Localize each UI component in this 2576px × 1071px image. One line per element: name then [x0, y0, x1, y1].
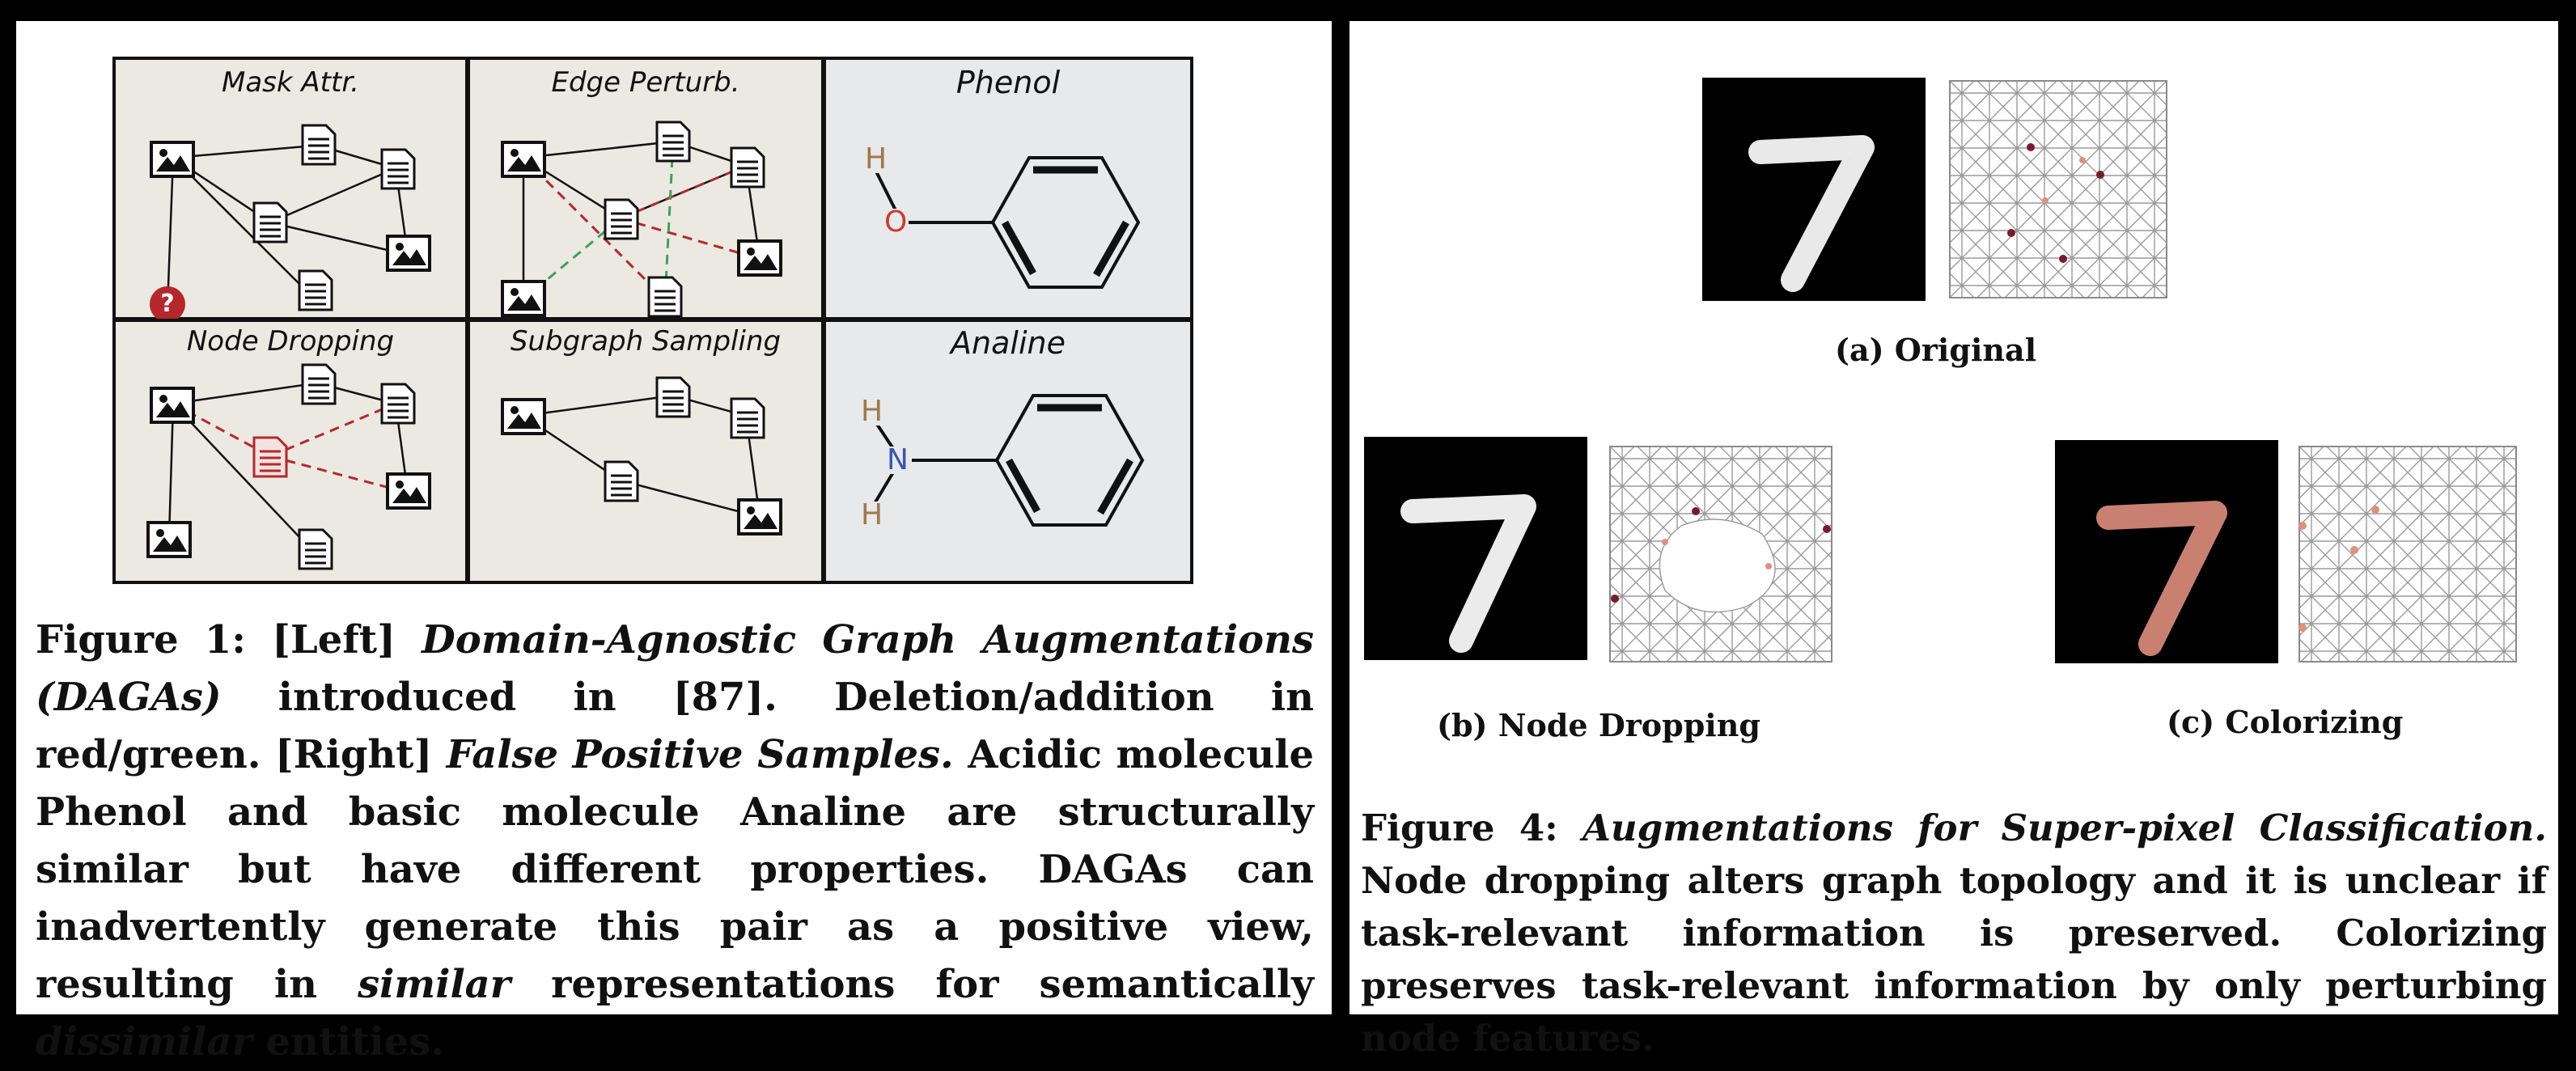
nitrogen-atom-label: N	[887, 443, 909, 476]
subgraph-sampling-graph	[467, 319, 824, 584]
analine-title: Analine	[951, 325, 1066, 361]
caption-text-2: Acidic molecule Phenol and basic molecul…	[36, 732, 1315, 1007]
original-digit-image: 7	[1702, 78, 1926, 301]
colorizing-superpixel-graph	[2298, 445, 2518, 663]
phenol-title: Phenol	[955, 65, 1061, 100]
dagas-grid: Mask Attr. ?	[112, 57, 1193, 584]
hydrogen-atom-label: H	[865, 142, 888, 176]
document-node-icon	[647, 276, 683, 318]
mask-attr-title: Mask Attr.	[222, 66, 359, 99]
figure1-caption: Figure 1: [Left] Domain-Agnostic Graph A…	[36, 612, 1314, 1071]
subcaption-node-dropping: (b) Node Dropping	[1437, 707, 1760, 743]
subcaption-colorizing: (c) Colorizing	[2167, 704, 2404, 740]
original-superpixel-graph	[1948, 79, 2168, 299]
subgraph-sampling-title: Subgraph Sampling	[510, 325, 782, 358]
caption-label: Figure 1: [Left]	[36, 617, 422, 662]
document-node-icon	[298, 269, 333, 311]
superpixel-mesh	[1949, 80, 2167, 298]
document-node-icon	[655, 121, 691, 163]
caption-title: Augmentations for Super-pixel Classifica…	[1582, 806, 2547, 849]
caption-emphasis: similar	[358, 962, 511, 1007]
masked-node-icon: ?	[150, 286, 185, 322]
hydrogen-atom-label-bottom: H	[861, 498, 883, 531]
caption-text-4: entities.	[252, 1019, 444, 1065]
cell-mask-attr: Mask Attr. ?	[112, 57, 468, 322]
cell-subgraph-sampling: Subgraph Sampling	[467, 319, 824, 584]
document-node-icon	[380, 383, 416, 425]
edge-perturb-title: Edge Perturb.	[551, 66, 740, 99]
image-node-icon	[737, 498, 782, 536]
cell-analine: Analine N H H	[823, 319, 1193, 584]
oxygen-atom-label: O	[884, 205, 908, 239]
image-node-icon	[386, 235, 431, 272]
document-node-icon	[380, 148, 416, 190]
caption-text: introduced in [87]. Deletion/addition in…	[36, 675, 1314, 777]
phenol-molecule	[823, 57, 1193, 320]
image-node-icon	[150, 141, 195, 178]
caption-title-2: False Positive Samples.	[446, 732, 954, 777]
image-node-icon	[501, 141, 546, 178]
document-node-icon	[730, 397, 765, 439]
question-mark: ?	[160, 290, 175, 318]
caption-emphasis-2: dissimilar	[36, 1019, 252, 1065]
hydrogen-atom-label-top: H	[861, 395, 883, 428]
image-node-icon	[737, 239, 782, 277]
caption-title: Domain-Agnostic Graph Augmentations (DAG…	[36, 617, 1314, 720]
node-dropping-digit-image	[1364, 437, 1587, 660]
image-node-icon	[501, 398, 546, 435]
document-node-icon	[655, 376, 691, 418]
colorizing-digit-image	[2055, 440, 2278, 663]
figure1-panel: Mask Attr. ?	[16, 21, 1332, 1065]
figure4-caption: Figure 4: Augmentations for Super-pixel …	[1361, 802, 2547, 1065]
document-node-icon	[301, 363, 337, 405]
node-dropping-title: Node Dropping	[186, 325, 395, 358]
caption-text: Node dropping alters graph topology and …	[1361, 859, 2547, 1060]
image-node-icon	[150, 387, 195, 424]
image-node-icon	[386, 472, 431, 510]
cell-edge-perturb: Edge Perturb.	[467, 57, 824, 320]
superpixel-mesh	[1609, 446, 1832, 662]
figure4-panel: 7 (a) Original (b) Node Dropping	[1349, 21, 2558, 1060]
document-node-icon	[301, 124, 337, 166]
document-node-icon	[298, 528, 333, 570]
document-node-icon	[604, 460, 639, 502]
document-node-icon	[730, 146, 765, 188]
node-dropping-superpixel-graph	[1608, 445, 1833, 663]
caption-label: Figure 4:	[1361, 806, 1582, 849]
cell-node-dropping: Node Dropping	[112, 319, 468, 584]
superpixel-mesh	[2298, 446, 2517, 662]
subcaption-original: (a) Original	[1835, 332, 2037, 368]
caption-text-3: representations for semantically	[511, 962, 1315, 1007]
document-node-icon	[604, 198, 639, 240]
document-node-icon	[252, 201, 288, 243]
dropped-document-node-icon	[252, 436, 288, 478]
cell-phenol: Phenol O H	[823, 57, 1193, 320]
analine-molecule	[823, 319, 1193, 584]
image-node-icon	[501, 280, 546, 317]
image-node-icon	[146, 521, 192, 558]
